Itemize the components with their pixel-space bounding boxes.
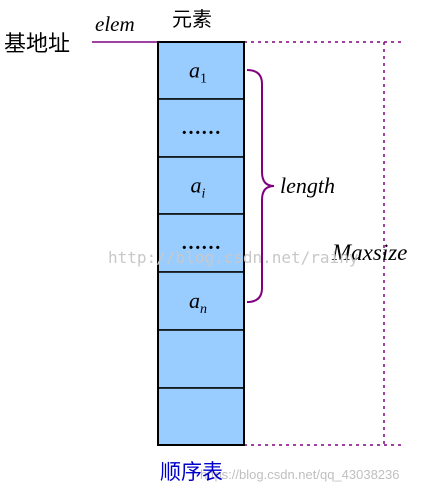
caption: 顺序表 bbox=[160, 460, 223, 484]
length-label: length bbox=[280, 173, 335, 198]
cell-element-subscript: i bbox=[202, 187, 206, 202]
cell-element-label: ai bbox=[191, 173, 206, 202]
cell-element-base: a bbox=[191, 173, 202, 198]
table-cell bbox=[157, 329, 245, 389]
table-cell bbox=[157, 41, 245, 100]
base-address-label: 基地址 bbox=[4, 32, 70, 57]
bottom-watermark: https://blog.csdn.net/qq_43038236 bbox=[200, 467, 400, 482]
table-outer-border bbox=[157, 41, 245, 446]
cell-ellipsis: …… bbox=[181, 232, 221, 254]
length-bracket bbox=[246, 69, 275, 303]
maxsize-label: Maxsize bbox=[331, 240, 407, 265]
table-cell bbox=[157, 271, 245, 331]
table-cell bbox=[157, 156, 245, 215]
table-cell bbox=[157, 387, 245, 446]
cell-element-base: a bbox=[189, 288, 200, 313]
cell-column: a1……ai……an bbox=[157, 41, 245, 446]
cell-element-base: a bbox=[189, 58, 200, 83]
elements-header: 元素 bbox=[172, 7, 212, 31]
table-cell bbox=[157, 98, 245, 158]
cell-element-label: an bbox=[189, 288, 207, 317]
center-watermark: http://blog.csdn.net/rainy bbox=[108, 248, 359, 267]
cell-element-subscript: 1 bbox=[200, 72, 207, 87]
cell-element-subscript: n bbox=[200, 302, 207, 317]
elem-label: elem bbox=[95, 12, 135, 36]
cell-element-label: a1 bbox=[189, 58, 207, 87]
cell-ellipsis: …… bbox=[181, 117, 221, 139]
